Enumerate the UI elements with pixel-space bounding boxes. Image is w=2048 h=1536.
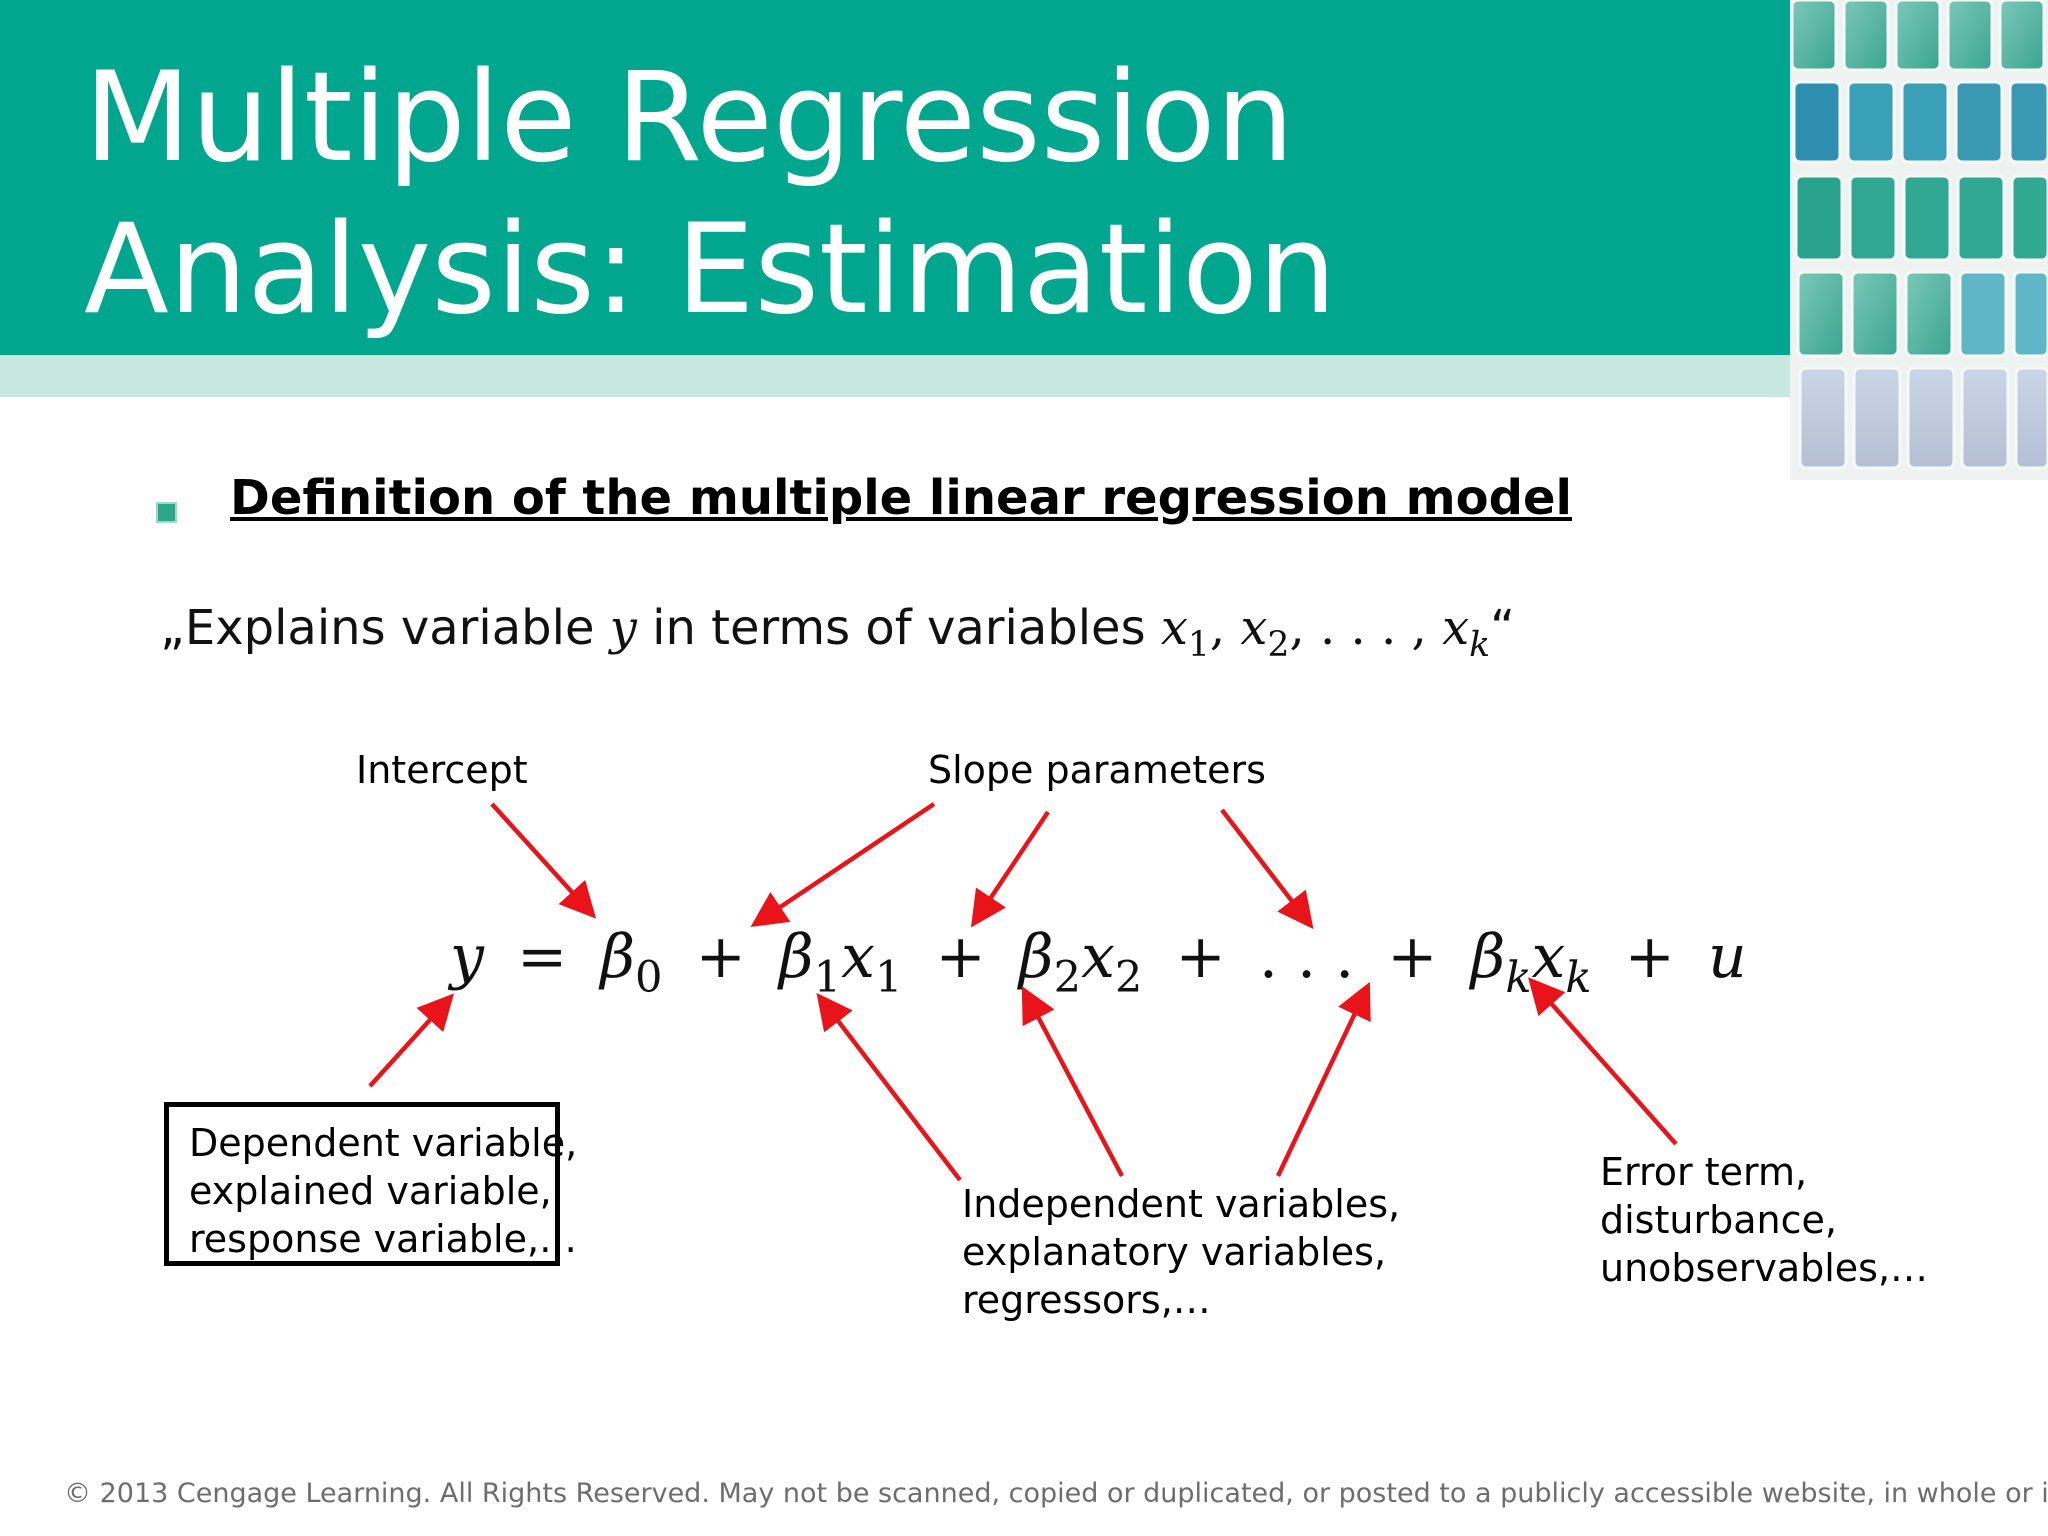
eq-plus-5: + bbox=[1611, 922, 1689, 992]
section-heading: Definition of the multiple linear regres… bbox=[230, 470, 1572, 526]
eq-dots: . . . bbox=[1259, 922, 1354, 992]
independent-variables-label: Independent variables, explanatory varia… bbox=[962, 1180, 1400, 1324]
arrow-independent-2 bbox=[1026, 994, 1122, 1176]
eq-u: u bbox=[1708, 922, 1747, 992]
header-stripe bbox=[0, 355, 1790, 397]
eq-beta1: β1 bbox=[779, 922, 841, 992]
independent-line-1: Independent variables, bbox=[962, 1180, 1400, 1228]
explains-sentence: „Explains variable y in terms of variabl… bbox=[160, 600, 1515, 656]
dependent-line-3: response variable,… bbox=[189, 1215, 555, 1263]
independent-line-2: explanatory variables, bbox=[962, 1228, 1400, 1276]
title-line-1: Multiple Regression bbox=[84, 42, 1336, 194]
dependent-line-1: Dependent variable, bbox=[189, 1119, 555, 1167]
explains-middle: in terms of variables bbox=[637, 600, 1161, 656]
eq-beta0: β0 bbox=[600, 922, 662, 992]
error-line-1: Error term, bbox=[1600, 1148, 1928, 1196]
title-line-2: Analysis: Estimation bbox=[84, 194, 1336, 346]
explains-x1: x1 bbox=[1161, 600, 1210, 656]
explains-suffix: “ bbox=[1490, 600, 1515, 656]
arrow-slope-2 bbox=[976, 812, 1048, 920]
explains-y: y bbox=[610, 600, 637, 656]
decorative-keyboard-image bbox=[1790, 0, 2048, 480]
eq-x1: x1 bbox=[841, 922, 902, 992]
explains-xk: xk bbox=[1442, 600, 1490, 656]
arrow-intercept bbox=[492, 804, 590, 912]
arrow-slope-k bbox=[1222, 810, 1308, 922]
error-line-2: disturbance, bbox=[1600, 1196, 1928, 1244]
eq-plus-2: + bbox=[922, 922, 1000, 992]
dependent-line-2: explained variable, bbox=[189, 1167, 555, 1215]
arrow-error bbox=[1534, 984, 1676, 1144]
dependent-variable-box: Dependent variable, explained variable, … bbox=[164, 1102, 560, 1266]
eq-x2: x2 bbox=[1081, 922, 1142, 992]
slope-parameters-label: Slope parameters bbox=[928, 746, 1266, 794]
regression-equation: y = β0 + β1x1 + β2x2 + . . . + βkxk + u bbox=[450, 922, 1747, 992]
explains-prefix: „Explains variable bbox=[160, 600, 610, 656]
error-term-label: Error term, disturbance, unobservables,… bbox=[1600, 1148, 1928, 1292]
arrow-independent-k bbox=[1278, 990, 1366, 1176]
bullet-icon bbox=[156, 502, 177, 523]
slide-title: Multiple Regression Analysis: Estimation bbox=[84, 42, 1336, 346]
eq-xk: xk bbox=[1532, 922, 1592, 992]
eq-betak: βk bbox=[1471, 922, 1532, 992]
explains-x2: x2 bbox=[1240, 600, 1289, 656]
eq-plus-3: + bbox=[1161, 922, 1239, 992]
error-line-3: unobservables,… bbox=[1600, 1244, 1928, 1292]
arrow-slope-1 bbox=[758, 804, 934, 922]
copyright-footer: © 2013 Cengage Learning. All Rights Rese… bbox=[64, 1478, 2048, 1509]
intercept-label: Intercept bbox=[356, 746, 528, 794]
eq-y: y bbox=[450, 922, 484, 992]
arrow-dependent bbox=[370, 1000, 448, 1086]
explains-dots: , . . . , bbox=[1289, 600, 1442, 656]
eq-equals: = bbox=[503, 922, 581, 992]
eq-plus-4: + bbox=[1373, 922, 1451, 992]
independent-line-3: regressors,… bbox=[962, 1276, 1400, 1324]
eq-plus-1: + bbox=[682, 922, 760, 992]
arrow-independent-1 bbox=[822, 1000, 960, 1180]
eq-beta2: β2 bbox=[1019, 922, 1081, 992]
